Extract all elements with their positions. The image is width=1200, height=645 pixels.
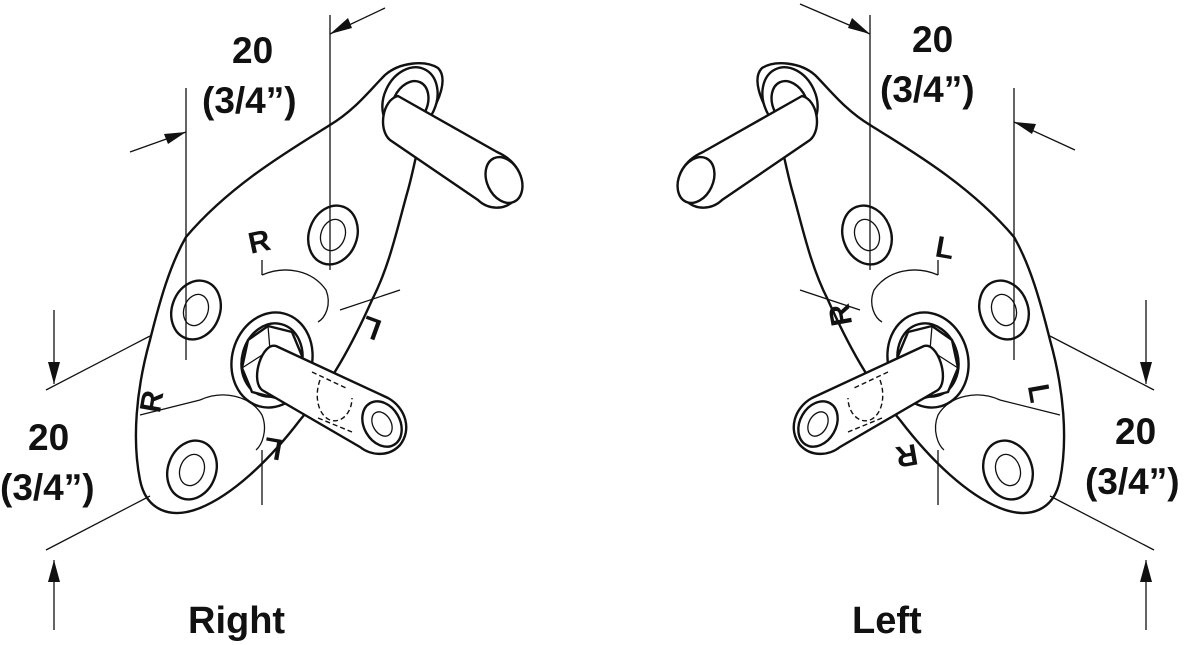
left-view: L R L R 20 (3/4”) 20 (3/4”) Left [669, 3, 1180, 642]
right-stamp-l-lower: L [261, 430, 285, 466]
right-hinge-plate [134, 56, 531, 515]
right-side-dim-imperial: (3/4”) [0, 467, 95, 508]
right-side-dim-value: 20 [28, 417, 69, 458]
left-side-dim-imperial: (3/4”) [1085, 461, 1180, 502]
left-top-dimension: 20 (3/4”) [799, 3, 1076, 360]
right-top-dim-imperial: (3/4”) [202, 80, 297, 121]
right-top-dimension: 20 (3/4”) [129, 7, 386, 360]
right-side-dimension: 20 (3/4”) [0, 310, 151, 630]
left-stamp-l-upper: L [933, 230, 957, 266]
right-view: R L R L 20 (3/4”) 20 (3/4”) Right [0, 7, 531, 642]
left-side-dimension: 20 (3/4”) [1049, 300, 1180, 630]
left-hinge-plate [669, 56, 1066, 515]
left-top-dim-imperial: (3/4”) [880, 69, 975, 110]
left-stamp-l-lower: L [1021, 381, 1057, 405]
left-side-dim-value: 20 [1115, 411, 1156, 452]
left-stamp-r-upper: R [823, 301, 859, 328]
left-stamp-r-lower: R [893, 437, 920, 473]
right-caption: Right [188, 600, 285, 642]
left-top-dim-value: 20 [912, 19, 953, 60]
left-caption: Left [852, 600, 922, 642]
right-top-dim-value: 20 [232, 30, 273, 71]
